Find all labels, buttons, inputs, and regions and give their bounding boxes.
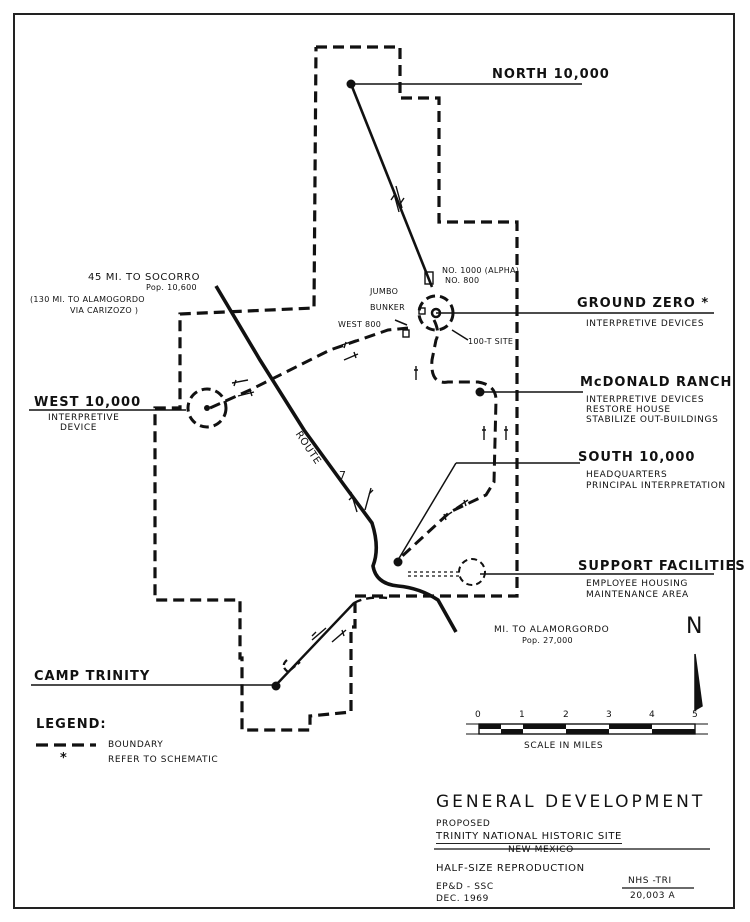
road-north — [349, 83, 434, 288]
jumbo-label: JUMBO — [370, 287, 399, 296]
bunker-label: BUNKER — [370, 303, 405, 312]
title-block-title: GENERAL DEVELOPMENT — [436, 792, 706, 812]
socorro-pop: Pop. 10,600 — [146, 283, 197, 292]
map-frame — [13, 13, 735, 909]
title-block-repro: HALF-SIZE REPRODUCTION — [436, 863, 585, 874]
support-facilities-ring — [458, 558, 486, 586]
mcdonald-sub-3: STABILIZE OUT-BUILDINGS — [586, 415, 719, 425]
road-camp-trinity-dashed — [282, 659, 301, 674]
west-sub-2: DEVICE — [60, 423, 97, 433]
title-block-date: DEC. 1969 — [436, 894, 489, 904]
no800-label: NO. 800 — [445, 276, 480, 285]
alpha-800-marker — [424, 271, 434, 285]
title-block-office: EP&D - SSC — [436, 882, 494, 892]
alamogordo-note: MI. TO ALAMORGORDO — [494, 625, 610, 635]
north-arrow-icon — [694, 653, 703, 712]
mcdonald-sub-1: INTERPRETIVE DEVICES — [586, 395, 705, 405]
west-10000-ring — [186, 387, 228, 429]
scale-tick-3: 3 — [606, 710, 613, 720]
scale-tick-0: 0 — [475, 710, 482, 720]
no1000-label: NO. 1000 (ALPHA) — [442, 266, 520, 275]
scale-tick-1: 1 — [519, 710, 526, 720]
scale-tick-5: 5 — [692, 710, 699, 720]
socorro-note: 45 MI. TO SOCORRO — [88, 272, 201, 283]
title-block-proposed: PROPOSED — [436, 819, 491, 829]
legend-boundary-label: BOUNDARY — [108, 740, 164, 750]
title-block-drawing-code: NHS -TRI — [628, 876, 672, 886]
title-block-state: NEW MEXICO — [508, 845, 574, 855]
title-block-drawing-no: 20,003 A — [630, 891, 676, 901]
camp-trinity-marker — [271, 681, 281, 691]
north-10000-label: NORTH 10,000 — [492, 67, 610, 82]
ground-zero-label: GROUND ZERO * — [577, 297, 709, 310]
alamogordo-via-2: VIA CARIZOZO ) — [70, 306, 139, 315]
west-sub-1: INTERPRETIVE — [48, 413, 120, 423]
west-10000-label: WEST 10,000 — [34, 395, 142, 410]
west-800-label: WEST 800 — [338, 320, 382, 329]
route-7-highway — [214, 285, 458, 633]
direction-arrows — [231, 185, 508, 643]
support-sub-1: EMPLOYEE HOUSING — [586, 579, 689, 589]
title-block-site: TRINITY NATIONAL HISTORIC SITE — [436, 831, 622, 844]
title-block-lines — [434, 848, 710, 889]
legend-schematic-label: REFER TO SCHEMATIC — [108, 755, 219, 765]
legend-star-icon: * — [60, 751, 68, 766]
scale-label: SCALE IN MILES — [524, 741, 604, 751]
ground-zero-ring — [417, 294, 455, 332]
south-10000-marker — [393, 557, 403, 567]
scale-bar — [466, 723, 708, 735]
ground-zero-title: GROUND ZERO — [577, 296, 696, 311]
support-facilities-label: SUPPORT FACILITIES — [578, 559, 746, 574]
mcdonald-ranch-label: McDONALD RANCH — [580, 375, 733, 390]
scale-tick-4: 4 — [649, 710, 656, 720]
north-10000-marker — [346, 79, 356, 89]
t100-site-label: 100-T SITE — [468, 337, 514, 346]
north-arrow-label: N — [686, 614, 703, 639]
jumbo-bunker-marker — [418, 307, 426, 315]
alamogordo-pop: Pop. 27,000 — [522, 636, 573, 645]
alamogordo-via-1: (130 MI. TO ALAMOGORDO — [30, 295, 145, 304]
support-facilities-link — [408, 571, 460, 577]
park-boundary — [153, 45, 519, 732]
west-800-marker — [402, 329, 410, 338]
road-dashed-loop — [353, 596, 389, 605]
camp-trinity-label: CAMP TRINITY — [34, 669, 151, 684]
ground-zero-marker — [430, 307, 442, 319]
ground-zero-sub: INTERPRETIVE DEVICES — [586, 319, 705, 329]
road-camp-trinity — [275, 602, 355, 686]
mcdonald-sub-2: RESTORE HOUSE — [586, 405, 671, 415]
south-sub-1: HEADQUARTERS — [586, 470, 668, 480]
ground-zero-schematic-mark: * — [701, 296, 710, 311]
leader-lines — [29, 83, 714, 686]
scale-tick-2: 2 — [563, 710, 570, 720]
support-sub-2: MAINTENANCE AREA — [586, 590, 689, 600]
south-10000-label: SOUTH 10,000 — [578, 450, 696, 465]
road-gz-south — [396, 319, 498, 562]
south-sub-2: PRINCIPAL INTERPRETATION — [586, 481, 726, 491]
mcdonald-ranch-marker — [475, 387, 485, 397]
legend-title: LEGEND: — [36, 717, 107, 732]
west-10000-marker — [204, 405, 210, 411]
route-number: 7 — [339, 469, 347, 482]
